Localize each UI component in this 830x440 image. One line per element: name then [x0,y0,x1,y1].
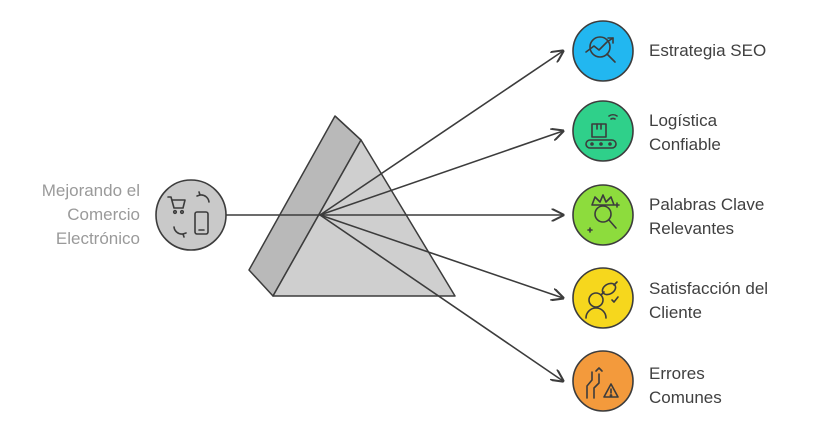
output-node-estrategia-seo [572,20,634,82]
input-label: Mejorando el Comercio Electrónico [42,179,140,251]
crown-search-icon [587,194,620,233]
output-label-line: Palabras Clave [649,195,765,214]
input-label-line: Comercio [67,205,140,224]
input-label-line: Electrónico [55,229,140,248]
ray-satisfaccion [319,214,563,298]
output-label-line: Relevantes [649,219,735,238]
output-label-logistica: Logística Confiable [649,109,721,157]
output-node-satisfaccion [572,267,634,329]
output-label-line: Errores [649,364,705,383]
output-label-line: Cliente [649,303,702,322]
output-label-line: Comunes [649,388,722,407]
prism-front-face [272,139,456,297]
output-node-logistica [572,100,634,162]
ray-logistica [319,131,563,216]
ray-errores [319,214,563,381]
output-label-line: Confiable [649,135,721,154]
output-label-palabras-clave: Palabras Clave Relevantes [649,193,764,241]
shopping-cart-mobile-icon [167,191,210,238]
output-label-errores: Errores Comunes [649,362,722,410]
ray-estrategia-seo [319,51,563,216]
input-label-line: Mejorando el [41,181,140,200]
output-label-line: Satisfacción del [649,279,769,298]
input-node [155,179,227,251]
output-label-line: Logística [649,111,718,130]
search-growth-icon [585,36,616,63]
output-label-estrategia-seo: Estrategia SEO [649,39,766,63]
conveyor-box-icon [585,113,618,149]
output-node-palabras-clave [572,184,634,246]
output-node-errores [572,350,634,412]
warning-path-icon [586,367,619,399]
output-label-satisfaccion: Satisfacción del Cliente [649,277,768,325]
satisfied-customer-icon [585,281,619,319]
output-label-line: Estrategia SEO [649,41,767,60]
